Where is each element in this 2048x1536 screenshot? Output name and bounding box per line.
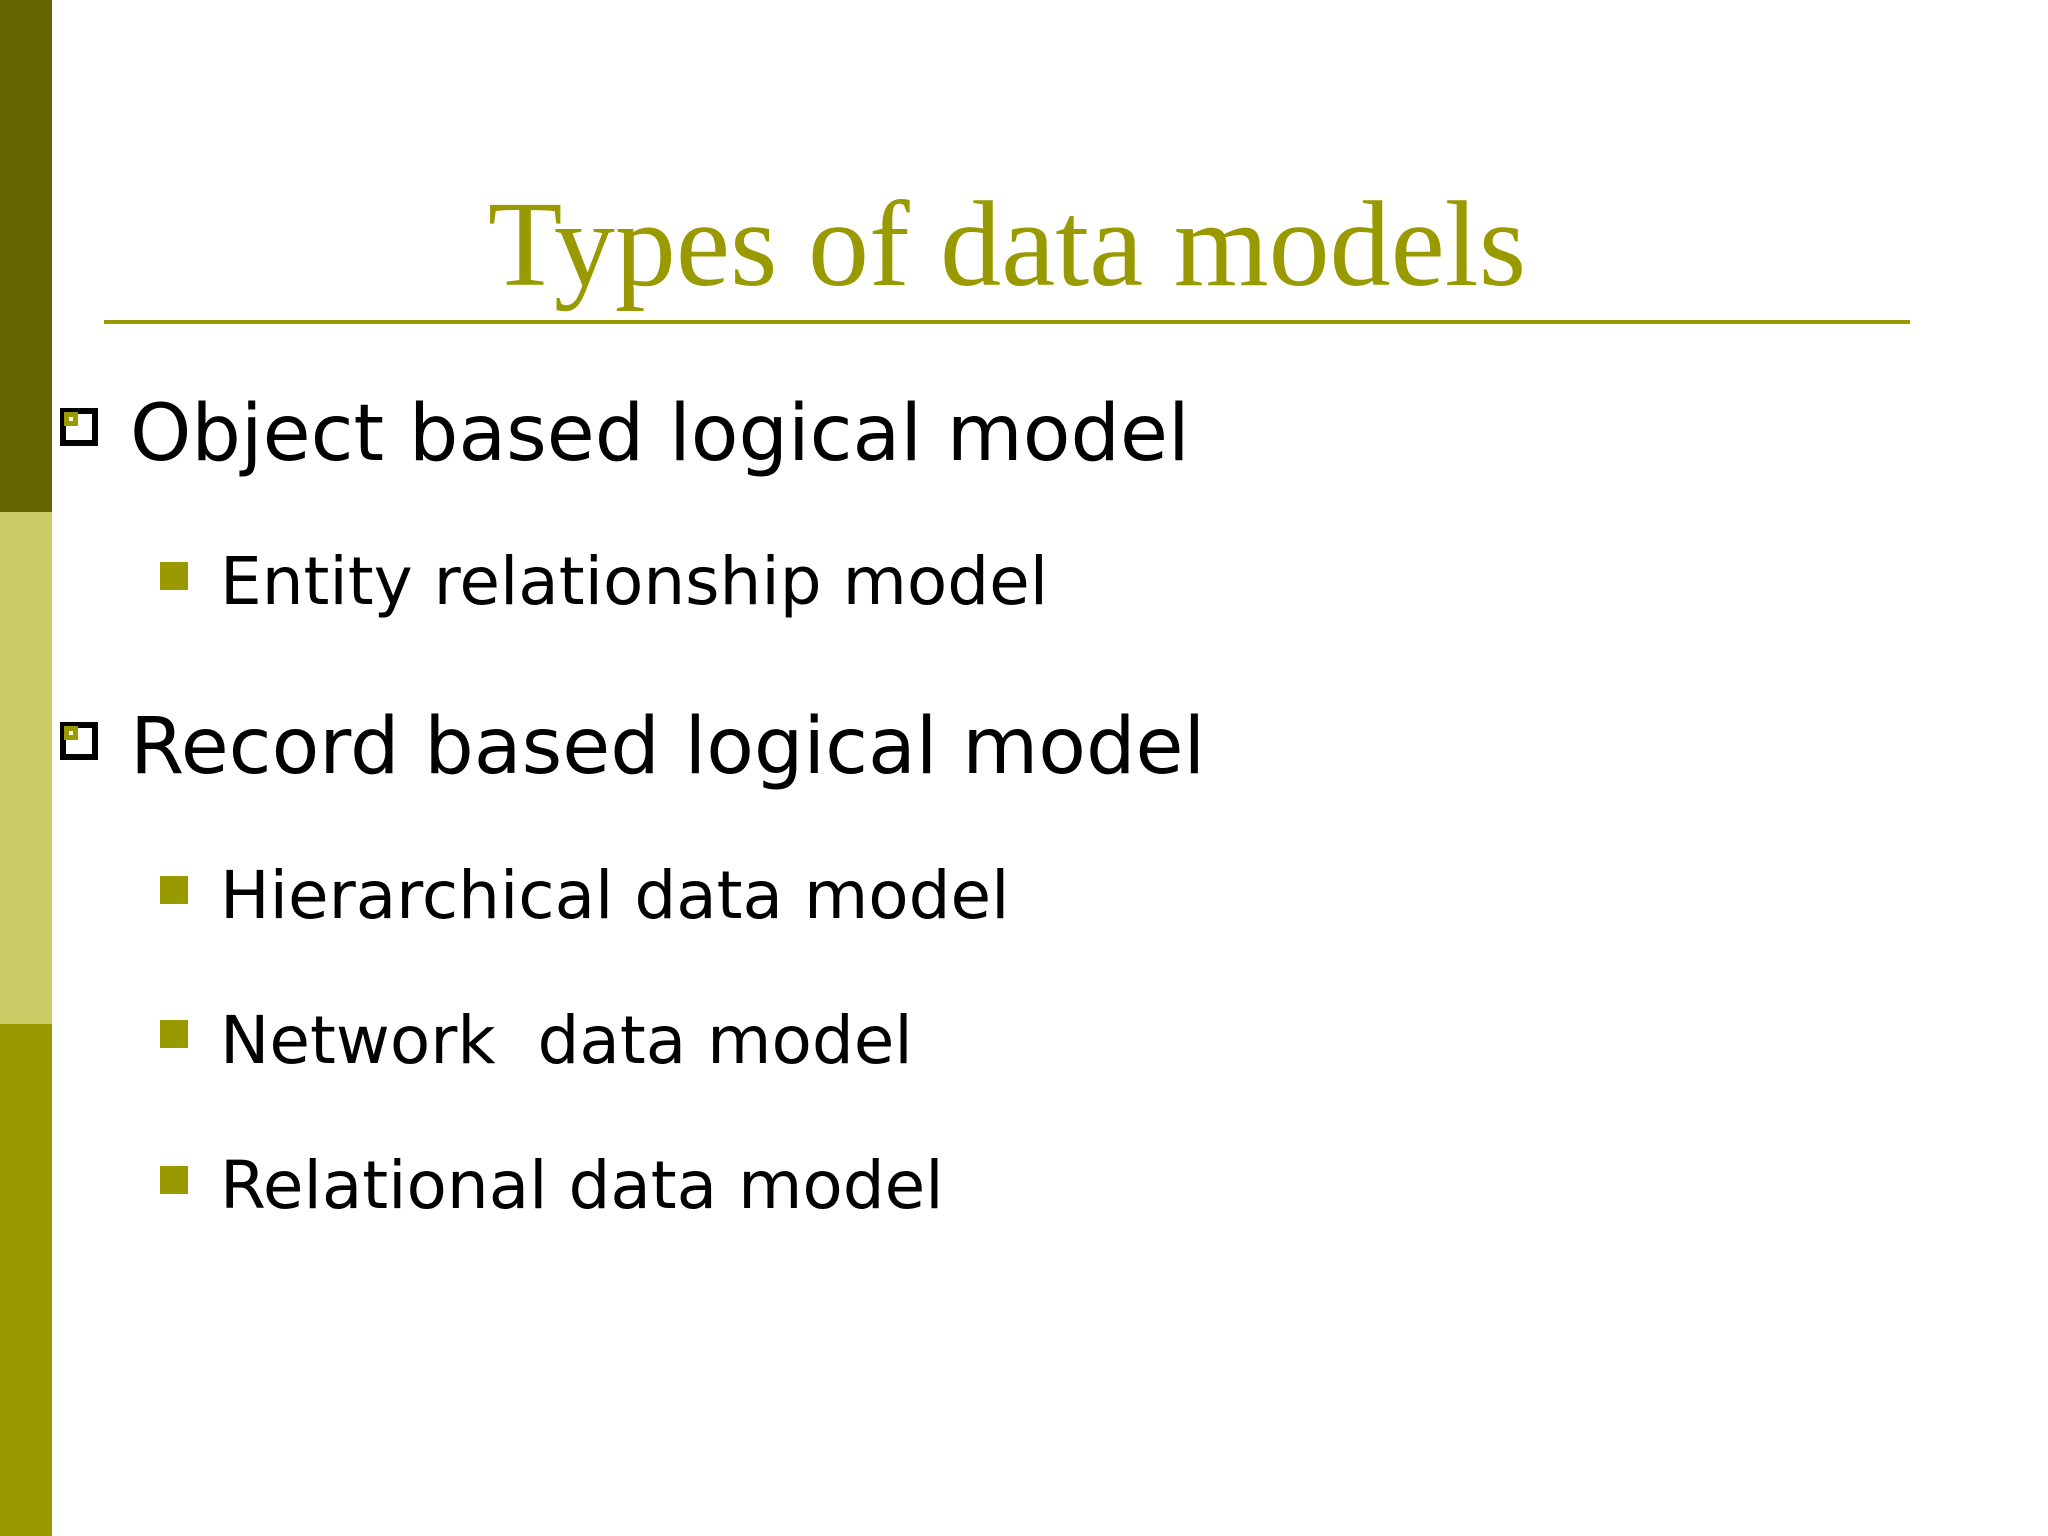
title-underline	[104, 320, 1910, 324]
left-band-top	[0, 0, 52, 512]
filled-square-bullet-icon	[160, 1166, 188, 1194]
sub-item-relational: Relational data model	[220, 1147, 944, 1224]
filled-square-bullet-icon	[160, 562, 188, 590]
bullet-item-record-based: Record based logical model	[130, 702, 1206, 792]
left-band-bottom	[0, 1024, 52, 1536]
slide-title: Types of data models	[487, 177, 1527, 312]
filled-square-bullet-icon	[160, 1020, 188, 1048]
sub-item-hierarchical: Hierarchical data model	[220, 857, 1010, 934]
bullet-item-object-based: Object based logical model	[130, 389, 1190, 479]
hollow-square-bullet-icon	[60, 722, 98, 760]
sub-item-network: Network data model	[220, 1002, 913, 1079]
left-band-middle	[0, 512, 52, 1024]
hollow-square-bullet-icon	[60, 408, 98, 446]
sub-item-entity-relationship: Entity relationship model	[220, 543, 1049, 620]
filled-square-bullet-icon	[160, 876, 188, 904]
